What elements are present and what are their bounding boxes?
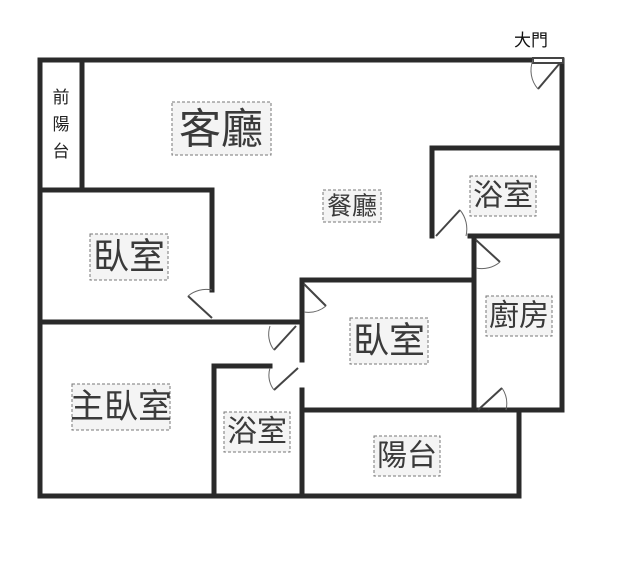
master-door	[268, 325, 297, 351]
bathroom2-door	[268, 367, 299, 391]
bathroom2-text: 浴室	[227, 415, 287, 450]
bedroom1-door	[187, 288, 213, 319]
balcony-label: 陽台	[373, 435, 441, 477]
master-bedroom-text: 主臥室	[70, 387, 172, 427]
bathroom1-text: 浴室	[473, 179, 533, 214]
main-door	[530, 57, 564, 90]
bathroom1-door	[435, 209, 468, 237]
walls	[37, 57, 565, 499]
dining-room-text: 餐廳	[327, 192, 377, 221]
bathroom2-label: 浴室	[223, 411, 291, 453]
living-room-label: 客廳	[171, 101, 272, 156]
kitchen-text: 廚房	[489, 299, 549, 334]
front-balcony-char-2: 陽	[53, 115, 70, 135]
bathroom1-label: 浴室	[469, 175, 537, 217]
bedroom1-label: 臥室	[89, 233, 169, 281]
bathroom1-wall	[429, 145, 565, 239]
kitchen-door	[475, 239, 501, 270]
entrance-label: 大門	[514, 31, 548, 51]
front-balcony-label: 前 陽 台	[53, 88, 70, 162]
living-room-text: 客廳	[179, 105, 263, 154]
balcony-text: 陽台	[377, 439, 437, 474]
bedroom2-label: 臥室	[349, 317, 429, 365]
balcony-door	[477, 387, 508, 411]
kitchen-label: 廚房	[485, 295, 553, 337]
master-bedroom-label: 主臥室	[70, 383, 172, 431]
bedroom2-door	[303, 283, 327, 313]
front-balcony-char-1: 前	[53, 88, 70, 108]
bedroom1-text: 臥室	[93, 237, 165, 278]
bedroom2-text: 臥室	[353, 321, 425, 362]
front-balcony-char-3: 台	[53, 142, 70, 162]
doors	[187, 57, 564, 411]
dining-room-label: 餐廳	[322, 189, 382, 223]
